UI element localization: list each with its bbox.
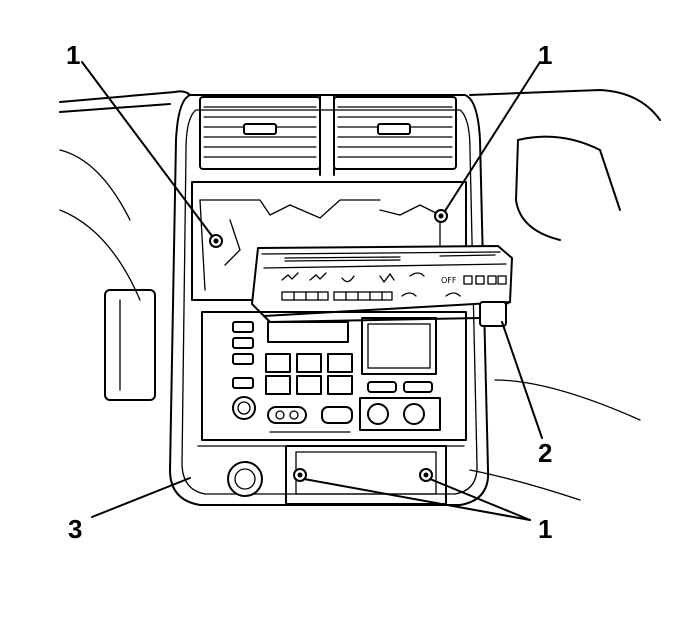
screw-bottom-right: [419, 468, 433, 482]
callout-2: 2: [538, 438, 552, 468]
leader-lines: [81, 61, 543, 521]
callout-1-top-right: 1: [538, 40, 552, 70]
dashboard-outline: [59, 89, 661, 501]
off-label: OFF: [441, 276, 457, 285]
callout-1-bottom: 1: [538, 514, 552, 544]
radio-unit: [201, 311, 467, 441]
console-bezel: [169, 94, 490, 506]
air-vent-right: [333, 96, 457, 170]
screw-top-left: [209, 234, 223, 248]
callout-1-top-left: 1: [66, 40, 80, 70]
air-vent-left: [199, 96, 321, 170]
screw-bottom-left: [293, 468, 307, 482]
mode-icons: [281, 272, 461, 297]
screw-top-right: [434, 209, 448, 223]
lower-console: [197, 445, 465, 505]
callout-3: 3: [68, 514, 82, 544]
hvac-control-module: OFF: [251, 245, 513, 327]
